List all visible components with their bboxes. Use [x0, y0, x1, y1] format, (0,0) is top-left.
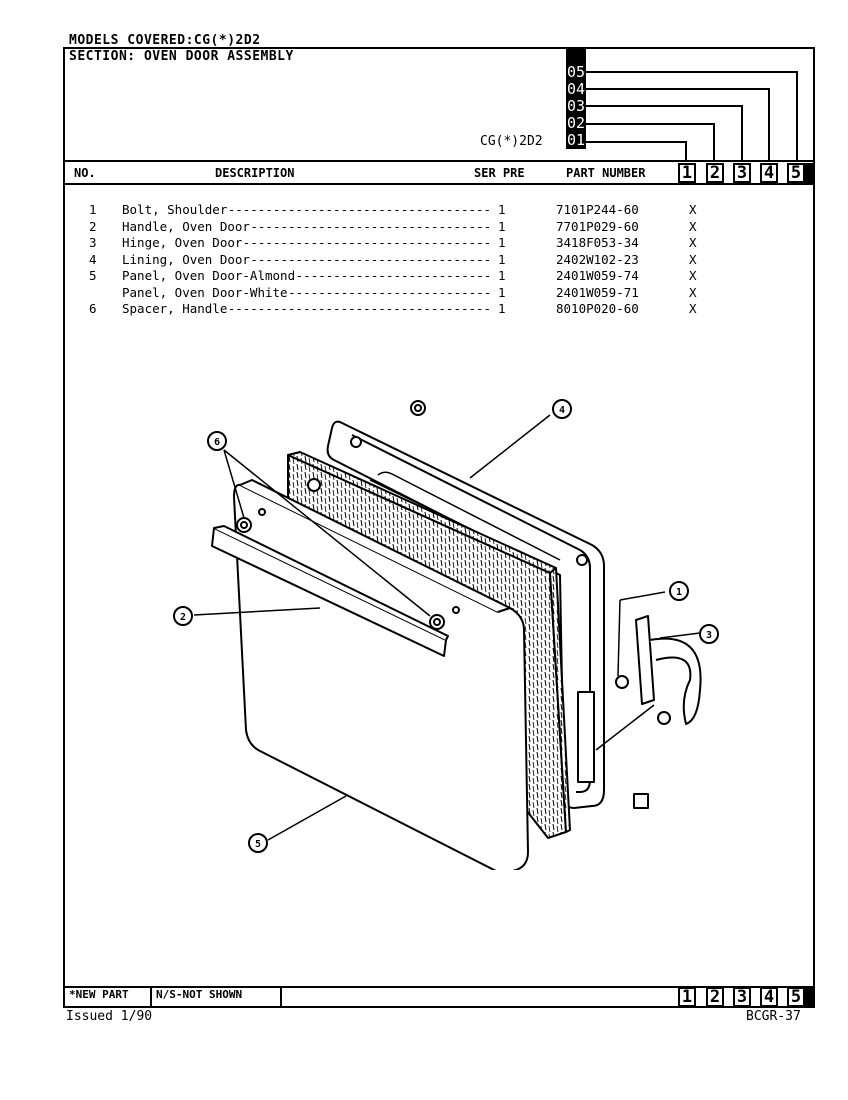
part-no: 4 [89, 251, 97, 267]
model-code: CG(*)2D2 [480, 134, 543, 149]
part-qty: 1 [498, 202, 506, 217]
dot-leader: ----------------------------------- [227, 301, 492, 316]
part-number: 3418F053-34 [556, 235, 639, 250]
model-stack-cap [566, 48, 586, 64]
part-variant-mark: X [689, 202, 697, 217]
models-label: MODELS COVERED: [69, 33, 194, 48]
col-part-number: PART NUMBER [566, 166, 646, 180]
part-qty: 1 [498, 284, 506, 300]
callout-3: 3 [706, 630, 712, 641]
model-stack-03: 03 [566, 97, 586, 115]
part-no: 2 [89, 218, 97, 234]
column-divider [63, 183, 815, 185]
part-no: 3 [89, 235, 97, 250]
handle [211, 527, 447, 657]
footer-variant-2: 2 [706, 987, 724, 1007]
model-stack-01: 01 [566, 131, 586, 149]
variant-col-1: 1 [678, 163, 696, 183]
part-number: 2402W102-23 [556, 251, 639, 267]
variant-col-3: 3 [733, 163, 751, 183]
part-number: 2401W059-74 [556, 268, 639, 283]
part-qty: 1 [498, 218, 506, 234]
callout-1-circle [669, 581, 689, 601]
variant-col-4: 4 [760, 163, 778, 183]
col-description: DESCRIPTION [215, 166, 295, 180]
oven-door-diagram: 6 2 4 1 3 5 [173, 399, 719, 870]
part-variant-mark: X [689, 235, 697, 250]
part-number: 7701P029-60 [556, 218, 639, 234]
col-ser-pre: SER PRE [474, 166, 525, 180]
footer-variant-cap [805, 987, 815, 1007]
part-number: 8010P020-60 [556, 301, 639, 316]
part-variant-mark: X [689, 218, 697, 234]
part-no: 5 [89, 268, 97, 283]
part-variant-mark: X [689, 251, 697, 267]
models-value: CG(*)2D2 [193, 33, 261, 48]
part-no: 6 [89, 301, 97, 316]
page-frame [63, 47, 815, 1008]
variant-col-cap [805, 163, 815, 183]
part-qty: 1 [498, 268, 506, 283]
footer-variant-3: 3 [733, 987, 751, 1007]
section-value: OVEN DOOR ASSEMBLY [143, 49, 294, 64]
section-label: SECTION: [69, 49, 136, 64]
dot-leader: --------------------------------- [242, 235, 492, 250]
part-description: Lining, Oven Door [122, 251, 250, 267]
callout-1: 1 [676, 587, 682, 598]
dot-leader: ----------------------------------- [227, 202, 492, 217]
part-number: 7101P244-60 [556, 202, 639, 217]
footer-variant-1: 1 [678, 987, 696, 1007]
part-variant-mark: X [689, 301, 697, 316]
part-description: Spacer, Handle [122, 301, 228, 316]
part-qty: 1 [498, 301, 506, 316]
section-heading: SECTION: OVEN DOOR ASSEMBLY [69, 49, 294, 64]
part-variant-mark: X [689, 284, 697, 300]
models-covered: MODELS COVERED:CG(*)2D2 [69, 33, 261, 48]
model-stack-02: 02 [566, 114, 586, 132]
dot-leader: --------------------------- [288, 284, 492, 300]
callout-6: 6 [214, 437, 220, 448]
header-divider [63, 160, 815, 162]
part-number: 2401W059-71 [556, 284, 639, 300]
dot-leader: -------------------------------- [250, 251, 492, 267]
callout-5: 5 [255, 839, 261, 850]
variant-col-5: 5 [787, 163, 805, 183]
lining-inner [351, 434, 591, 793]
part-description: Bolt, Shoulder [122, 202, 228, 217]
part-description: Handle, Oven Door [122, 218, 250, 234]
footer-variant-5: 5 [787, 987, 805, 1007]
footer-variant-4: 4 [760, 987, 778, 1007]
callout-4: 4 [559, 405, 565, 416]
dot-leader: -------------------------- [295, 268, 492, 283]
model-stack-05: 05 [566, 63, 586, 81]
callout-2: 2 [180, 612, 186, 623]
col-no: NO. [74, 166, 96, 180]
footer-divider [63, 986, 815, 988]
callout-5-circle [248, 833, 268, 853]
footer-sep-1 [150, 987, 152, 1007]
part-description: Panel, Oven Door-White [122, 284, 288, 300]
part-description: Panel, Oven Door-Almond [122, 268, 296, 283]
callout-3-circle [699, 624, 719, 644]
callout-2-circle [173, 606, 193, 626]
issued-date: Issued 1/90 [66, 1009, 153, 1024]
hinge [635, 615, 655, 705]
part-variant-mark: X [689, 268, 697, 283]
footer-sep-2 [280, 987, 282, 1007]
model-leader-lines [586, 71, 798, 162]
page-code: BCGR-37 [746, 1009, 801, 1024]
footer-new-part: *NEW PART [69, 988, 129, 1001]
callout-group: 6 2 4 1 3 5 [173, 399, 719, 853]
footer-not-shown: N/S-NOT SHOWN [156, 988, 243, 1001]
part-no: 1 [89, 202, 97, 217]
dot-leader: -------------------------------- [250, 218, 492, 234]
part-description: Hinge, Oven Door [122, 235, 243, 250]
callout-4-circle [552, 399, 572, 419]
callout-6-circle [207, 431, 227, 451]
model-stack-04: 04 [566, 80, 586, 98]
part-qty: 1 [498, 251, 506, 267]
part-qty: 1 [498, 235, 506, 250]
variant-col-2: 2 [706, 163, 724, 183]
